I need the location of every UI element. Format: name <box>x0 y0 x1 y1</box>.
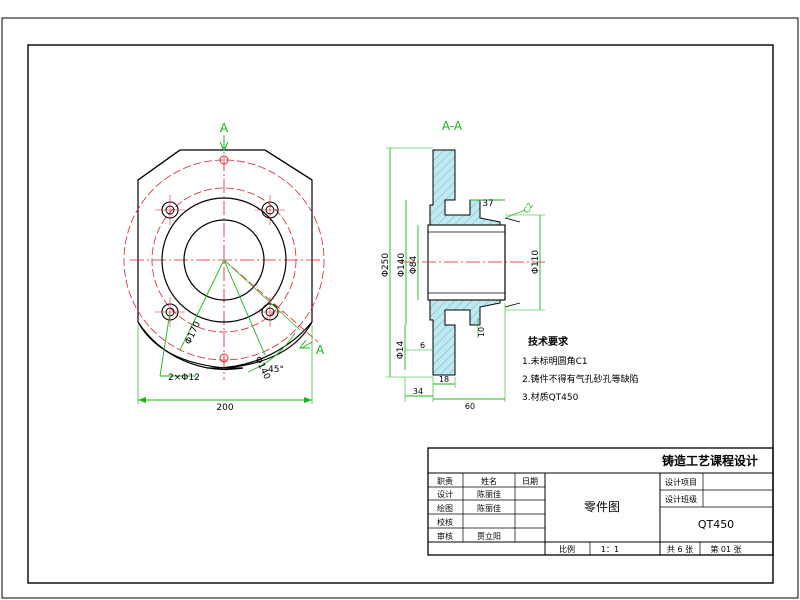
front-dimensions <box>137 259 313 404</box>
boss-chamfer-top <box>504 217 521 223</box>
section-lower-hatch <box>429 299 501 376</box>
tech-note-item: 3.材质QT450 <box>522 391 579 403</box>
bolt-holes <box>155 155 285 363</box>
dim-leader-pcd <box>179 259 225 351</box>
bore-circle <box>183 219 265 301</box>
dim-bottom-a-label: 34 <box>413 387 423 396</box>
dim-leader-hole <box>159 311 171 377</box>
role-cell: 校核 <box>437 517 453 527</box>
dim-chamfer-leader <box>504 209 526 219</box>
section-mark-top: A <box>220 121 229 135</box>
section-upper-hatch <box>429 149 501 226</box>
dim-width-label: 200 <box>216 403 233 413</box>
dim-hole-count-label: 2×Φ12 <box>168 373 200 383</box>
hole-mark-bottom <box>219 353 229 363</box>
dim-leader-pcd2 <box>223 259 266 356</box>
name-cell: 陈丽佳 <box>477 489 501 499</box>
dim-overall-dia-label: Φ250 <box>381 253 391 278</box>
section-view: A-A Φ250 Φ140 Φ84 Φ110 37 C2 Φ14 6 10 18… <box>381 119 545 411</box>
inner-border <box>27 44 774 584</box>
dim-pcd-left-label: Φ170 <box>184 320 203 346</box>
front-view: A A 200 2×Φ12 Φ170 Φ140 45° <box>123 121 325 413</box>
dim-bottom-b-label: 60 <box>465 402 475 411</box>
pitch-circle-inner <box>151 187 297 333</box>
dim-bore-outer-label: Φ140 <box>397 253 407 278</box>
sheet-no: 第 01 张 <box>710 544 741 554</box>
section-mark-right: A <box>316 343 325 357</box>
header-role: 职责 <box>437 476 453 486</box>
section-dimensions <box>386 147 545 402</box>
flange-bottom-arc <box>137 321 313 369</box>
dim-angle-arc <box>247 332 296 373</box>
hole-mark-top <box>219 155 229 165</box>
dim-bottom-c-label: 18 <box>439 375 449 384</box>
dim-small-step-label: 6 <box>420 341 425 350</box>
sheet-total: 共 6 张 <box>667 545 693 554</box>
hub-circle <box>161 197 287 323</box>
role-cell: 设计 <box>437 489 453 499</box>
scale-label: 比例 <box>559 544 575 554</box>
tech-note-item: 2.铸件不得有气孔砂孔等缺陷 <box>522 373 639 385</box>
header-date: 日期 <box>522 477 538 486</box>
bore-outline <box>427 224 506 301</box>
role-cell: 审核 <box>437 531 453 541</box>
scale-value: 1：1 <box>601 545 619 554</box>
section-arrow-top <box>219 135 229 152</box>
dim-boss-dia-label: Φ110 <box>531 250 541 275</box>
role-cell: 绘图 <box>437 503 453 513</box>
title-block-frame <box>427 447 774 556</box>
boss-chamfer-bottom <box>504 302 521 308</box>
right-label: 设计班级 <box>665 494 697 504</box>
title-block: 铸造工艺课程设计 职责 姓名 日期 设计 绘图 校核 审核 陈丽佳 陈丽佳 贾立… <box>427 447 774 556</box>
section-arrow-right <box>299 339 313 349</box>
dim-bore-inner-label: Φ84 <box>409 255 419 274</box>
dim-boss-len-label: 37 <box>482 199 493 209</box>
outer-border <box>1 17 799 599</box>
chamfer-right <box>264 149 313 181</box>
header-name: 姓名 <box>481 476 497 486</box>
dim-step-right-label: 10 <box>477 327 486 337</box>
material-label: QT450 <box>698 518 734 531</box>
section-title: A-A <box>442 119 463 133</box>
dim-right-note-label: C2 <box>522 201 535 215</box>
dim-small-dia-label: Φ14 <box>396 340 406 359</box>
course-title: 铸造工艺课程设计 <box>662 453 758 468</box>
dim-angle-label: 45° <box>268 365 284 375</box>
tech-notes-title: 技术要求 <box>528 335 569 348</box>
drawing-name: 零件图 <box>584 500 620 514</box>
name-cell: 陈丽佳 <box>477 503 501 513</box>
tech-note-item: 1.未标明圆角C1 <box>522 355 588 367</box>
name-cell: 贾立阳 <box>477 531 501 541</box>
pitch-circle-outer <box>123 159 325 361</box>
tech-notes: 技术要求 1.未标明圆角C1 2.铸件不得有气孔砂孔等缺陷 3.材质QT450 <box>522 335 639 403</box>
right-label: 设计项目 <box>665 477 697 487</box>
chamfer-left <box>137 149 181 181</box>
dim-angle-ray <box>223 259 301 331</box>
section-cut-line <box>223 259 319 343</box>
